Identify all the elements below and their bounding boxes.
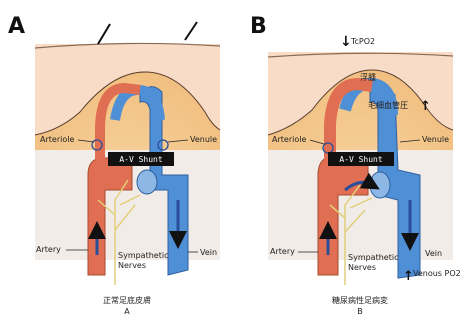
hair-a2: [185, 22, 197, 40]
shunt-vessel-a: [137, 170, 157, 194]
shunt-vessel-b: [370, 172, 390, 198]
panel-letter-b: B: [250, 14, 267, 39]
label-arteriole-b: Arteriole: [272, 135, 306, 144]
arrow-up-capillary-pressure: ↑: [420, 99, 431, 114]
shunt-label-b: A-V Shunt: [339, 155, 383, 164]
label-nerves-b-2: Nerves: [348, 263, 376, 272]
label-vein-a: Vein: [200, 248, 217, 257]
panel-b: B ↓ TcPO2 A-V Shunt 浮腫: [250, 14, 461, 316]
label-artery-a: Artery: [36, 245, 61, 254]
hair-a1: [98, 24, 110, 44]
label-nerves-a-1: Sympathetic: [118, 251, 168, 260]
label-artery-b: Artery: [270, 247, 295, 256]
arrow-down-tcpo2: ↓: [340, 34, 352, 50]
label-nerves-b-1: Sympathetic: [348, 253, 398, 262]
caption-a-line1: 正常足底皮膚: [103, 295, 151, 305]
label-capillary-b: 浮腫: [360, 72, 376, 82]
label-venule-b: Venule: [422, 135, 449, 144]
label-venous-po2-b: Venous PO2: [413, 269, 461, 278]
label-vein-b: Vein: [425, 249, 442, 258]
shunt-label-a: A-V Shunt: [119, 155, 163, 164]
caption-a-line2: A: [124, 307, 130, 316]
panel-a: A A-V Shunt: [8, 14, 220, 316]
label-nerves-a-2: Nerves: [118, 261, 146, 270]
caption-b-line2: B: [357, 307, 363, 316]
panel-letter-a: A: [8, 14, 25, 39]
caption-b-line1: 糖尿病性足病変: [332, 295, 388, 305]
label-capillary-pressure-b: 毛細血管圧: [368, 100, 408, 110]
label-venule-a: Venule: [190, 135, 217, 144]
label-tcpo2-b: TcPO2: [350, 37, 375, 46]
label-arteriole-a: Arteriole: [40, 135, 74, 144]
